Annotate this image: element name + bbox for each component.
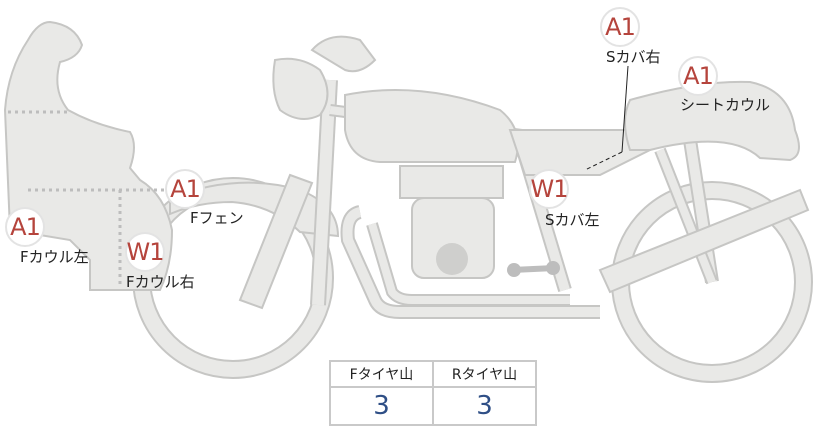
value-rear-tyre: 3: [432, 386, 537, 426]
label-f-cowl-left: Fカウル左: [20, 248, 89, 266]
marker-code: W1: [126, 238, 165, 266]
value-front-tyre: 3: [329, 386, 434, 426]
marker-code: A1: [10, 213, 41, 241]
header-front-tyre: Fタイヤ山: [329, 360, 434, 388]
handlebar: [310, 35, 377, 73]
label-s-cover-right: Sカバ右: [606, 48, 661, 66]
label-s-cover-left: Sカバ左: [545, 211, 600, 229]
label-front-fender: Fフェン: [190, 209, 244, 227]
mirror-stay: [272, 57, 329, 120]
front-fork: [238, 173, 314, 310]
muffler: [598, 188, 810, 294]
marker-code: A1: [605, 13, 636, 41]
marker-code: W1: [530, 175, 569, 203]
tyre-tread-table: Fタイヤ山 Rタイヤ山 3 3: [329, 360, 537, 426]
front-cowl: [3, 20, 174, 291]
header-rear-tyre: Rタイヤ山: [432, 360, 537, 388]
marker-front-fender: A1: [165, 169, 205, 209]
leader-line-s-cover-right: [584, 65, 629, 171]
footpeg: [507, 261, 560, 277]
marker-f-cowl-right: W1: [125, 232, 165, 272]
cowl-section-lines: [8, 110, 165, 285]
marker-code: A1: [170, 175, 201, 203]
marker-f-cowl-left: A1: [5, 207, 45, 247]
label-f-cowl-right: Fカウル右: [126, 273, 195, 291]
marker-s-cover-left: W1: [529, 169, 569, 209]
marker-seat-cowl: A1: [678, 56, 718, 96]
fuel-tank: [344, 89, 519, 163]
engine: [399, 165, 504, 279]
exhaust: [340, 205, 600, 319]
label-seat-cowl: シートカウル: [680, 96, 771, 114]
marker-s-cover-right: A1: [600, 7, 640, 47]
marker-code: A1: [683, 62, 714, 90]
seat-cowl: [624, 80, 800, 162]
